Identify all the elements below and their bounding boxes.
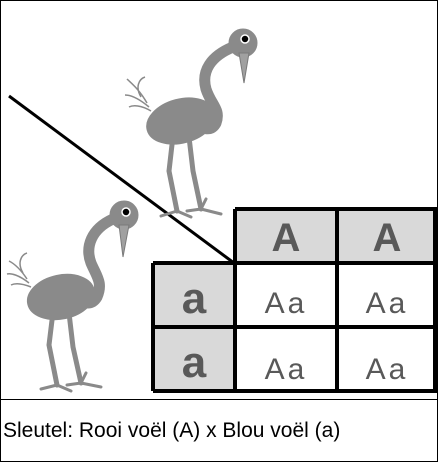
caption-text: Sleutel: Rooi voël (A) x Blou voël (a) <box>3 418 341 442</box>
blue-bird-icon <box>6 200 139 393</box>
header-row-label: a <box>182 274 207 323</box>
header-col-cell <box>235 209 337 263</box>
offspring-genotype: Aa <box>265 287 308 320</box>
header-row-cell <box>153 327 235 391</box>
offspring-genotype: Aa <box>265 353 308 386</box>
punnett-diagram: A A a a Aa Aa Aa Aa <box>6 28 437 393</box>
punnett-figure: A A a a Aa Aa Aa Aa <box>1 1 437 400</box>
divider-line <box>8 94 235 265</box>
punnett-square: A A a a Aa Aa Aa Aa <box>151 207 437 393</box>
header-row-label: a <box>182 338 207 387</box>
header-col-label: A <box>272 216 301 260</box>
header-col-label: A <box>373 216 402 260</box>
offspring-genotype: Aa <box>366 353 409 386</box>
offspring-genotype: Aa <box>366 287 409 320</box>
header-row-cell <box>153 263 235 327</box>
red-bird-icon <box>124 28 258 219</box>
caption-row: Sleutel: Rooi voël (A) x Blou voël (a) <box>1 400 437 461</box>
header-col-cell <box>337 209 437 263</box>
